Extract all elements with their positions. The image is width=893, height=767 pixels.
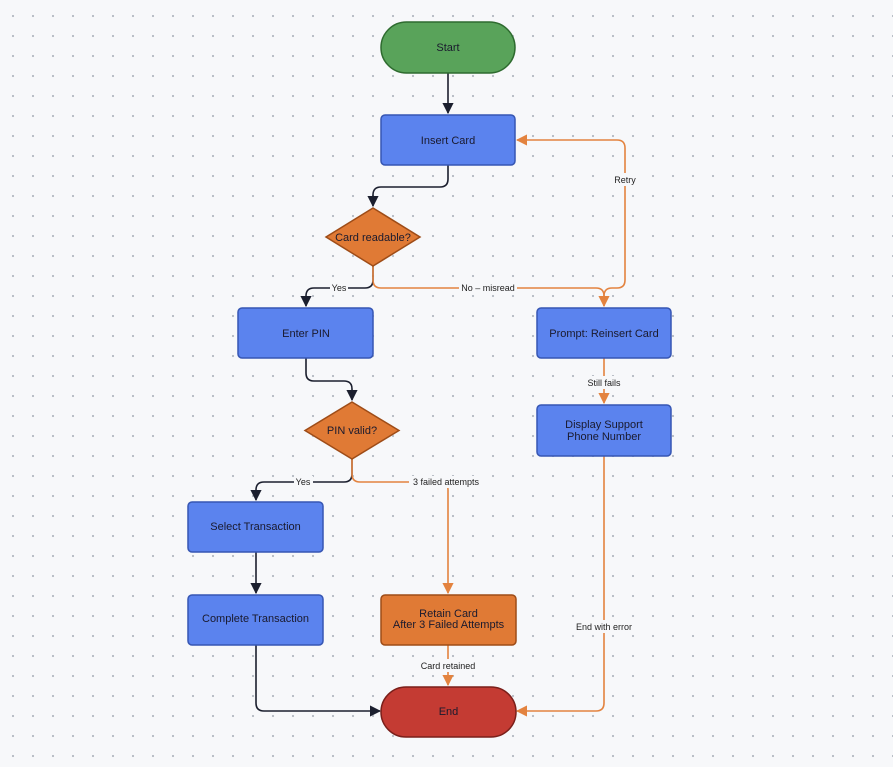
nodes: Start Insert Card Card readable? Enter P… (187, 21, 672, 738)
node-prompt-reinsert-card[interactable]: Prompt: Reinsert Card (536, 307, 672, 359)
edge-end-with-error (515, 456, 605, 717)
edge-label-card-yes: Yes (332, 283, 347, 293)
node-pin-valid-decision[interactable]: PIN valid? (303, 401, 401, 460)
edge-enter-pin-to-pin-valid (305, 358, 358, 402)
node-start-label: Start (436, 42, 459, 54)
node-end[interactable]: End (380, 686, 517, 738)
node-display-support-line2: Phone Number (567, 431, 641, 443)
edge-insert-card-to-card-readable (367, 165, 449, 208)
node-select-transaction-label: Select Transaction (210, 521, 301, 533)
node-retain-card[interactable]: Retain Card After 3 Failed Attempts (380, 594, 517, 646)
edge-complete-to-end (255, 645, 382, 717)
node-start[interactable]: Start (380, 21, 516, 74)
edge-labels: Retry Yes No – misread Still fails Yes 3… (294, 173, 638, 672)
node-enter-pin[interactable]: Enter PIN (237, 307, 374, 359)
edge-label-retry: Retry (614, 175, 636, 185)
edge-label-card-no: No – misread (461, 283, 515, 293)
node-retain-card-line2: After 3 Failed Attempts (393, 619, 505, 631)
node-complete-transaction-label: Complete Transaction (202, 613, 309, 625)
edge-label-three-failed: 3 failed attempts (413, 477, 480, 487)
node-prompt-reinsert-label: Prompt: Reinsert Card (549, 328, 658, 340)
node-pin-valid-label: PIN valid? (327, 425, 377, 437)
node-display-support[interactable]: Display Support Phone Number (536, 404, 672, 457)
edge-retry (515, 134, 626, 306)
node-card-readable-decision[interactable]: Card readable? (324, 207, 422, 267)
edge-label-still-fails: Still fails (587, 378, 621, 388)
node-card-readable-label: Card readable? (335, 232, 411, 244)
edge-label-card-retained: Card retained (421, 661, 476, 671)
edge-label-pin-yes: Yes (296, 477, 311, 487)
node-select-transaction[interactable]: Select Transaction (187, 501, 324, 553)
node-retain-card-line1: Retain Card (419, 608, 478, 620)
node-complete-transaction[interactable]: Complete Transaction (187, 594, 324, 646)
edge-label-end-with-error: End with error (576, 622, 632, 632)
node-enter-pin-label: Enter PIN (282, 328, 330, 340)
node-display-support-line1: Display Support (565, 419, 643, 431)
node-insert-card-label: Insert Card (421, 135, 475, 147)
node-end-label: End (439, 706, 459, 718)
node-insert-card[interactable]: Insert Card (380, 114, 516, 166)
